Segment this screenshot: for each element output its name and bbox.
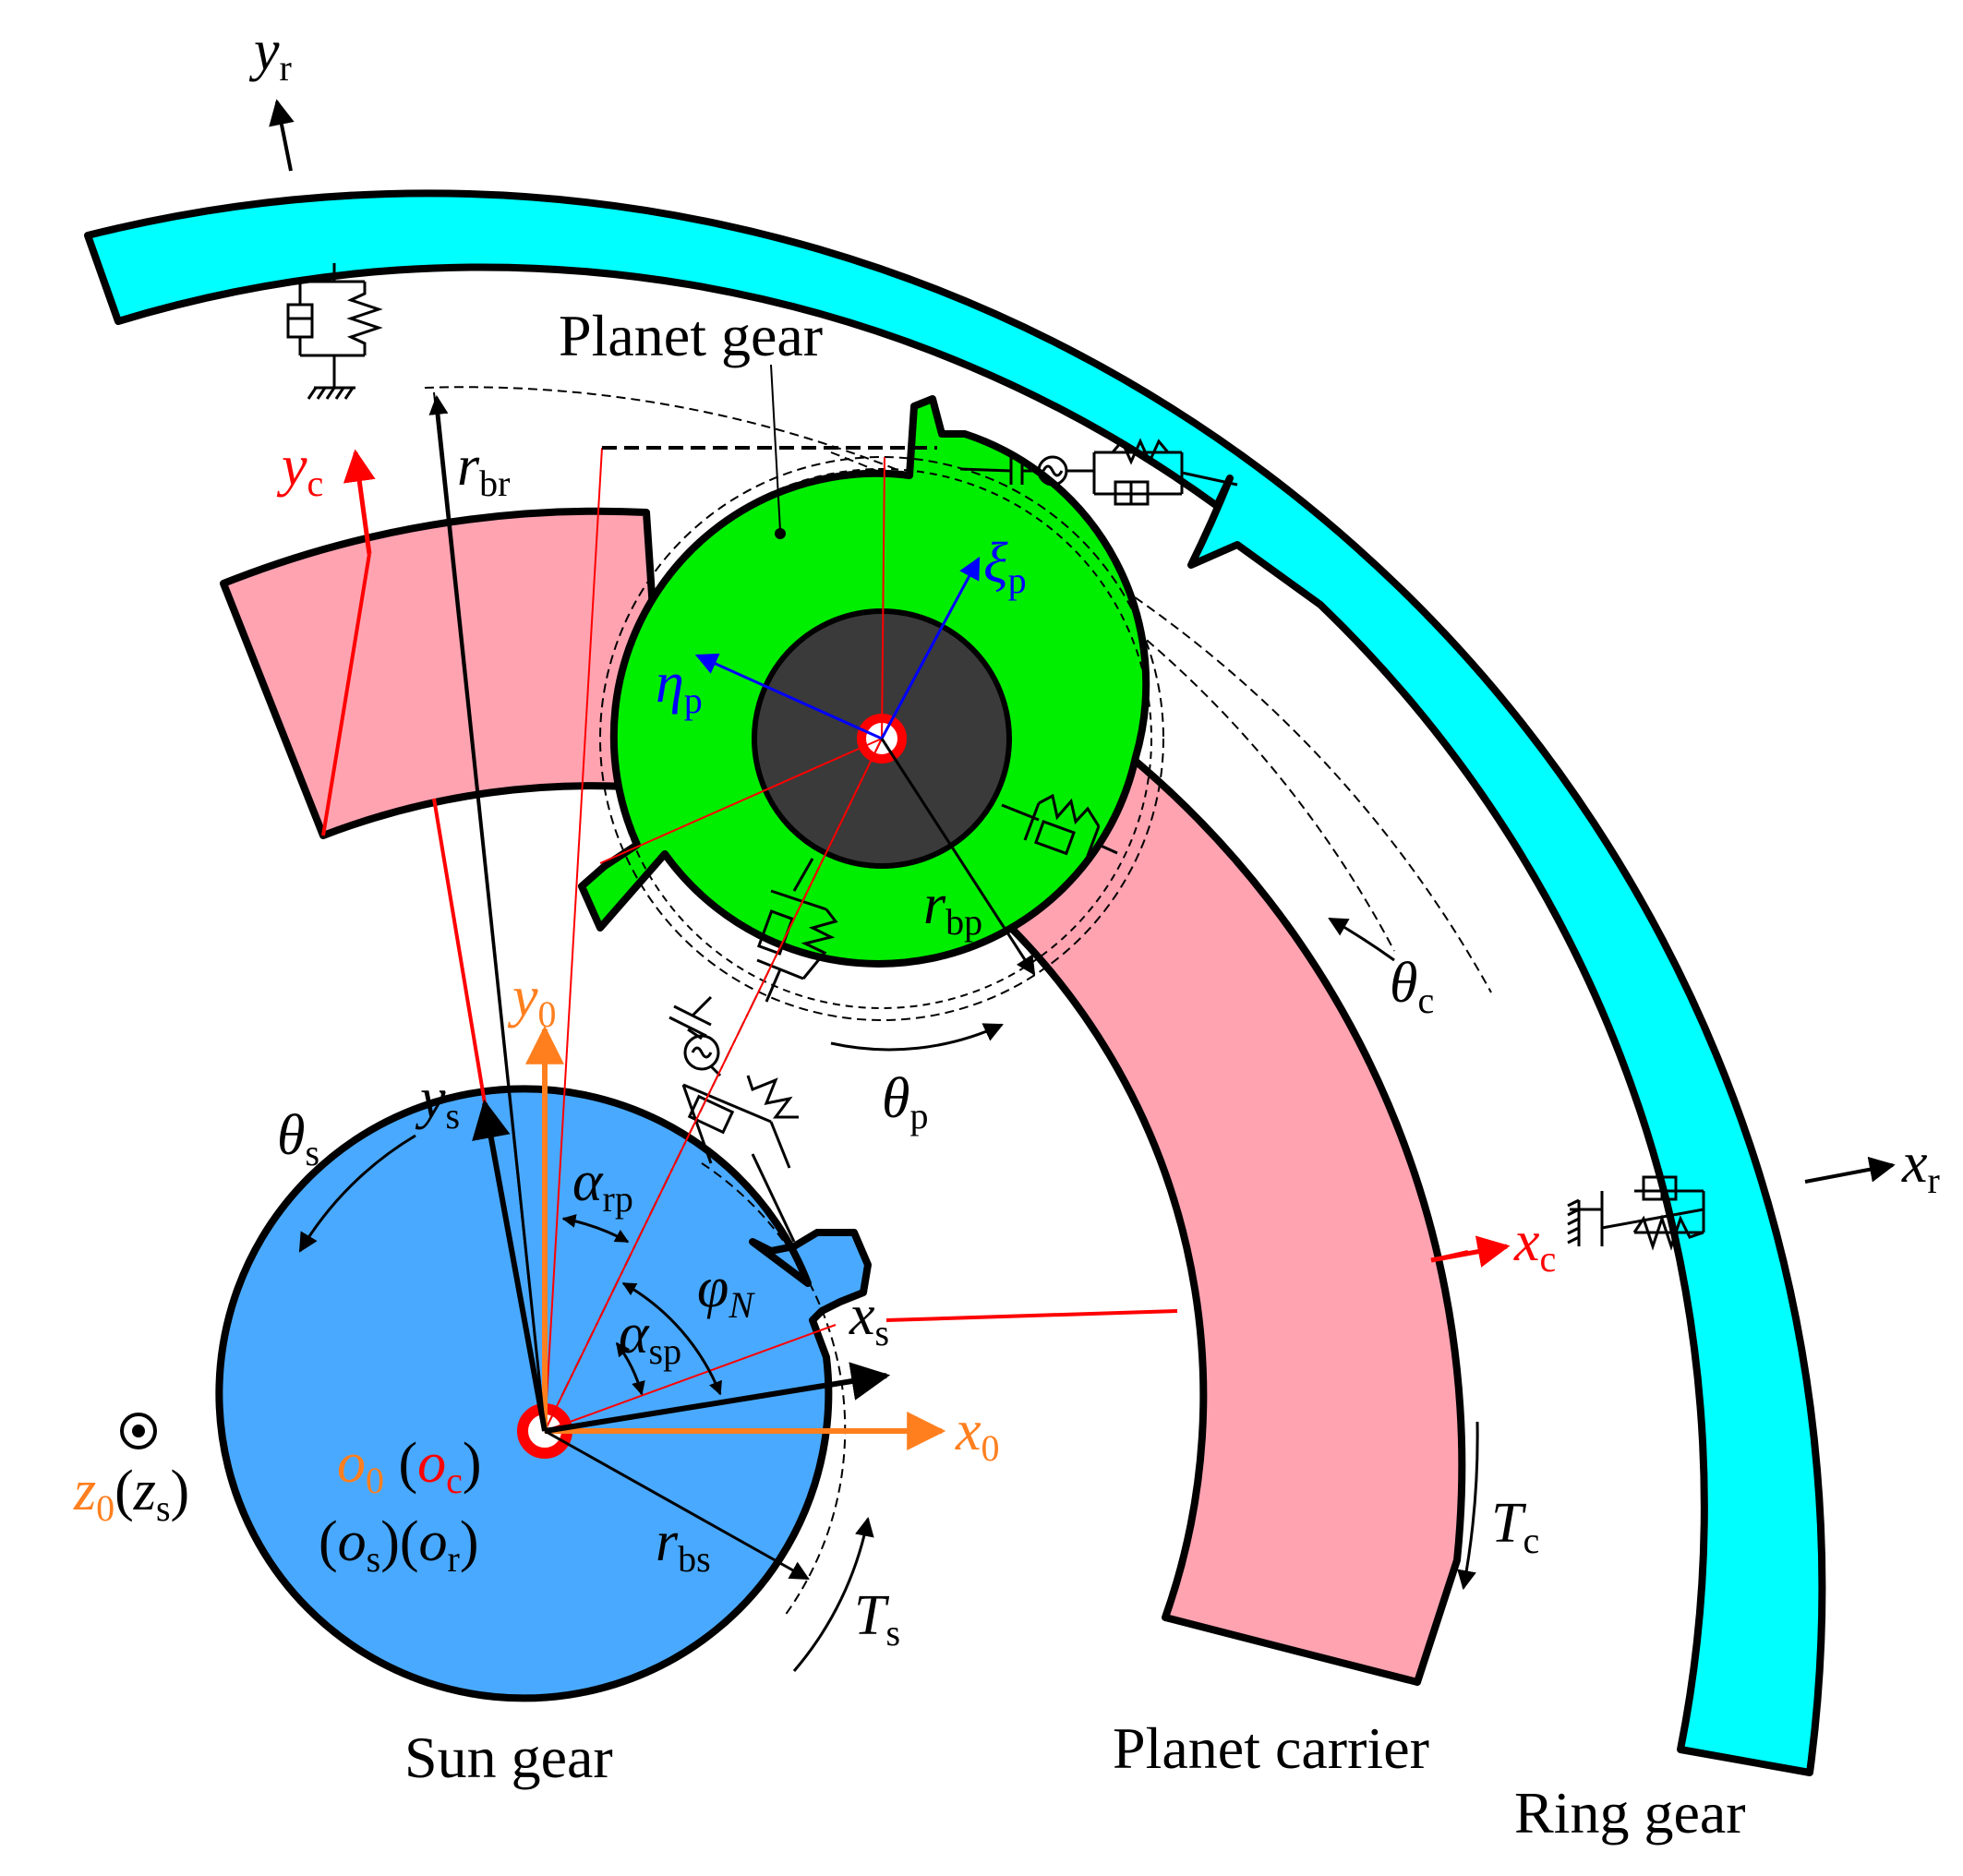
label-planet-carrier: Planet carrier	[1113, 1715, 1429, 1781]
symbol-x-c: xc	[1513, 1210, 1556, 1280]
symbol-alpha-rp: αrp	[572, 1150, 633, 1220]
origin-label-bottom: (os)(or)	[319, 1510, 479, 1580]
z-axis-label: z0(zs)	[73, 1460, 189, 1529]
z-axis-out-of-page-icon	[120, 1413, 157, 1449]
theta-c-arrow	[1328, 917, 1395, 962]
label-ring-gear: Ring gear	[1514, 1780, 1746, 1846]
symbol-theta-p: θp	[882, 1067, 928, 1136]
ring-planet-mesh-spring	[959, 438, 1238, 506]
line-op-red	[544, 447, 603, 1432]
symbol-theta-s: θs	[277, 1104, 319, 1173]
symbol-x-r: xr	[1901, 1132, 1940, 1201]
carrier-lower-arm	[1003, 735, 1466, 1686]
symbol-phi-n: φN	[697, 1257, 755, 1326]
symbol-r-bp: rbp	[923, 873, 982, 943]
symbol-y-0: y0	[507, 966, 557, 1035]
theta-p-arrow	[830, 1023, 1004, 1052]
symbol-r-br: rbr	[457, 435, 510, 504]
planet-inner-dashed-circle	[611, 468, 1152, 1009]
symbol-r-bs: rbs	[656, 1510, 711, 1580]
symbol-y-r: yr	[248, 19, 292, 89]
ring-gear-body	[84, 189, 1826, 1776]
symbol-y-c: yc	[276, 435, 323, 504]
sun-planet-mesh-spring	[668, 995, 799, 1243]
planet-carrier	[220, 507, 1466, 1686]
sun-dashed-arc	[701, 1162, 847, 1617]
radius-arrows	[428, 394, 1036, 1581]
ring-gear	[84, 189, 1826, 1776]
label-sun-gear: Sun gear	[404, 1725, 613, 1790]
planet-carrier-bearing-spring	[1001, 793, 1118, 864]
carrier-axes	[343, 449, 1511, 1268]
phi-n-arc	[621, 1281, 722, 1396]
alpha-rp-arc	[561, 1214, 630, 1244]
planet-axes	[694, 556, 981, 740]
ring-axes	[269, 99, 1896, 1184]
ring-ground-support-right	[1567, 1175, 1705, 1251]
theta-s-arrow	[298, 1134, 416, 1253]
torque-s-arrow	[792, 1516, 874, 1672]
symbol-theta-c: θc	[1390, 952, 1434, 1021]
planet-dashed-circle	[599, 456, 1164, 1021]
symbol-t-s: Ts	[854, 1584, 900, 1654]
origin-label-top: o0 (oc)	[337, 1432, 482, 1501]
rotation-arrows	[298, 917, 1479, 1672]
symbol-t-c: Tc	[1491, 1492, 1539, 1561]
planet-body-dot	[775, 528, 786, 539]
symbol-x-0: x0	[955, 1400, 1000, 1469]
label-planet-gear: Planet gear	[559, 303, 823, 368]
symbol-alpha-sp: αsp	[619, 1303, 681, 1372]
torque-c-arrow	[1457, 1421, 1479, 1591]
sun-axes	[472, 1099, 891, 1434]
symbol-xi-p: ξp	[983, 532, 1027, 601]
carrier-upper-arm	[220, 507, 668, 839]
planet-bearing-spring-lower	[756, 858, 838, 1003]
symbol-eta-p: ηp	[656, 652, 703, 721]
ring-pitch-dashed-arc	[424, 386, 1492, 993]
ring-ground-support-top	[286, 263, 383, 400]
global-axes	[525, 1025, 946, 1450]
symbol-y-s: ys	[415, 1067, 460, 1136]
symbol-x-s: xs	[849, 1284, 889, 1353]
